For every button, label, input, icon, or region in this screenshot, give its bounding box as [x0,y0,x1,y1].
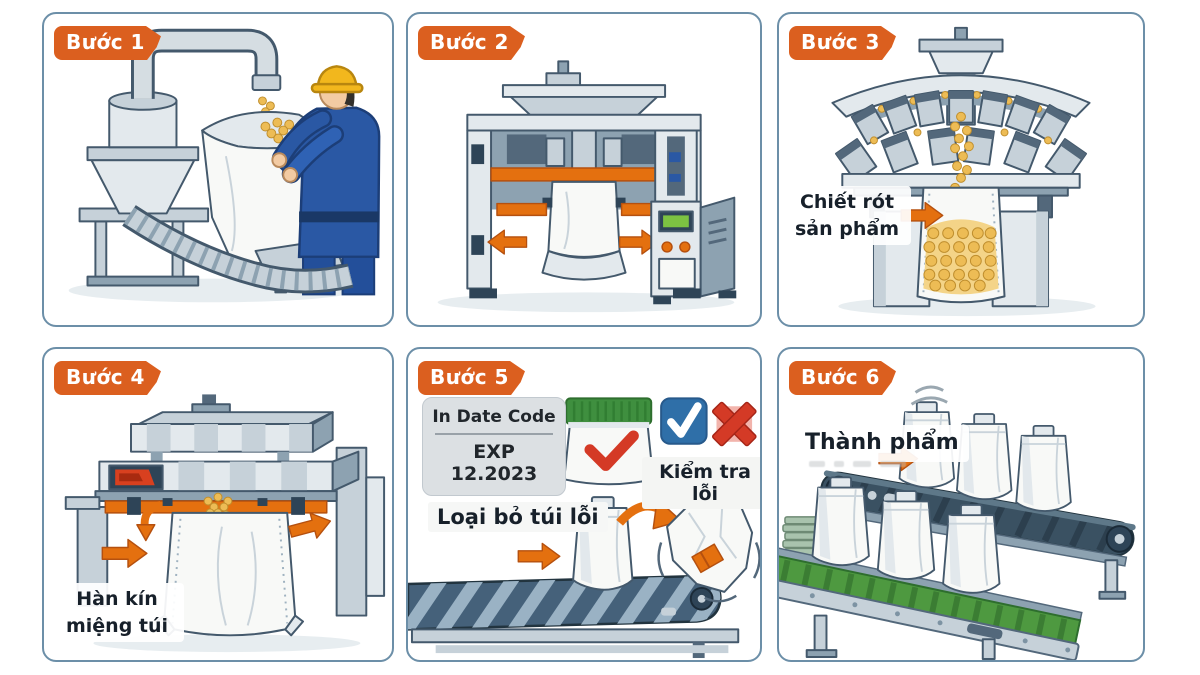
arrow-curved-icon [136,501,162,542]
conveyor-belt [408,574,740,659]
caption-finished-product: Thành phẩm [795,425,969,462]
worker [271,65,381,296]
vibration-arcs-icon [910,385,948,406]
check-icon [660,397,708,445]
step2-illustration-bagging-machine [437,60,737,313]
finished-bag [1015,424,1072,512]
panel-step-1: Bước 1 [42,12,394,327]
checkmark-bag-icon [563,397,655,486]
date-code-card: In Date Code EXP 12.2023 [422,397,566,496]
panel-step-4: Bước 4 [42,347,394,662]
panel-step-5: Bước 5 [406,347,762,662]
step-badge: Bước 2 [418,26,525,60]
caption-line2: miệng túi [65,614,169,637]
step1-illustration-manual-feeding [68,28,381,303]
tray-stack [782,516,820,557]
caption-line1: Chiết rót [799,191,895,213]
caption-line1: Hàn kín [76,588,158,610]
caption-sealing: Hàn kín miệng túi [50,583,184,643]
hard-hat-icon [310,65,364,94]
seal-jaw-left [496,202,548,217]
finished-bag [942,503,1001,594]
step4-illustration-sealing-machine [64,394,386,653]
caption-line1: Thành phẩm [805,430,959,455]
finished-bag [811,476,870,567]
console-button [679,241,691,253]
date-code-title: In Date Code [432,407,556,427]
flexible-hose [122,205,354,294]
panel-step-2: Bước 2 [406,12,762,327]
finished-bag [876,490,936,580]
date-card-divider [435,433,553,435]
arrow-right-icon [517,542,561,571]
step-badge: Bước 4 [54,361,161,395]
arrow-right-icon [101,538,148,569]
erased-text-remnant [809,461,906,467]
weigher-buckets [834,90,1088,183]
filling-bag [916,186,1006,304]
caption-line2: sản phẩm [794,217,900,240]
step-badge: Bước 5 [418,361,525,395]
panel-step-3: Bước 3 [777,12,1145,327]
step-badge: Bước 6 [789,361,896,395]
console-button [661,241,673,253]
caption-reject: Loại bỏ túi lỗi [428,502,608,532]
rejected-bag [657,494,760,603]
panel-step-6: Bước 6 [777,347,1145,662]
machine-display [108,464,164,491]
caption-inspection: Kiểm tra lỗi [642,457,760,509]
date-code-value: EXP 12.2023 [450,441,538,485]
step3-illustration-multihead-weigher [831,26,1096,317]
step5-illustration-inspection [408,397,760,659]
control-console [650,129,736,298]
cross-icon [711,401,757,447]
caption-filling: Chiết rót sản phẩm [783,186,911,246]
step6-illustration-finished-products [779,385,1136,660]
bag-in-machine [541,180,627,281]
step-badge: Bước 1 [54,26,161,60]
arrow-left-icon [487,229,528,255]
step-badge: Bước 3 [789,26,896,60]
